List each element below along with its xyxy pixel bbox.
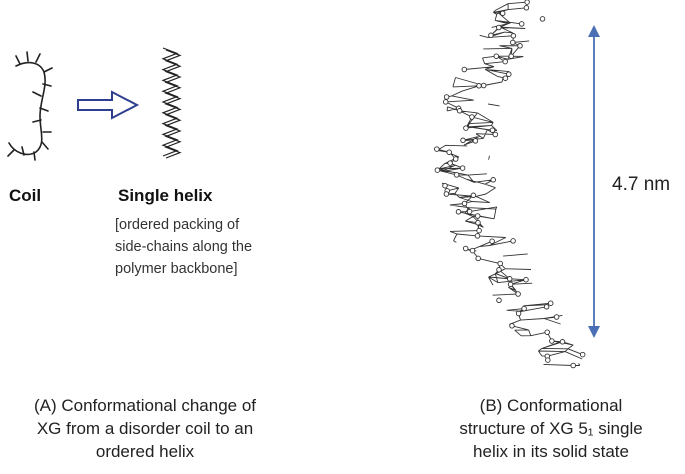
- molecule-atom: [460, 137, 466, 144]
- molecule-atom: [443, 94, 450, 100]
- molecule-atom: [570, 362, 576, 369]
- molecule-atom: [497, 260, 503, 267]
- molecule-atom: [508, 53, 514, 59]
- molecule-atom: [434, 146, 440, 152]
- molecule-atom: [523, 276, 529, 283]
- molecule-atom: [463, 125, 469, 131]
- molecule-atom: [462, 245, 469, 252]
- molecule-atom: [523, 5, 530, 11]
- molecule-atom: [474, 233, 481, 239]
- molecule-atom: [543, 304, 550, 310]
- molecule-atom: [474, 213, 481, 219]
- length-measure-label: 4.7 nm: [612, 174, 671, 195]
- molecule-atom: [456, 108, 463, 114]
- molecule-atom: [539, 16, 546, 22]
- length-measure-arrow: [588, 25, 600, 338]
- molecule-atom: [559, 339, 566, 345]
- molecular-helix-structure: [434, 0, 586, 369]
- molecule-atom: [515, 310, 522, 317]
- single-helix-illustration: [161, 47, 182, 159]
- molecule-atom: [452, 156, 459, 162]
- molecule-atom: [442, 99, 449, 105]
- molecule-atom: [469, 114, 475, 120]
- molecule-atom: [509, 323, 515, 329]
- caption-b-line: helix in its solid state: [473, 442, 629, 461]
- molecule-atom: [480, 82, 487, 89]
- molecule-atom: [475, 219, 481, 226]
- molecule-atom: [470, 192, 477, 199]
- molecule-atom: [459, 165, 466, 171]
- molecule-atom: [489, 238, 495, 244]
- molecule-atom: [472, 138, 479, 144]
- molecule-atom: [547, 300, 554, 306]
- molecule-atom: [579, 351, 586, 358]
- molecule-atom: [524, 0, 530, 5]
- molecule-atom: [496, 297, 502, 304]
- helix-note-line: [ordered packing of: [115, 217, 240, 233]
- molecule-atom: [496, 267, 502, 273]
- molecule-atom: [434, 167, 441, 173]
- molecule-atom: [493, 53, 500, 59]
- helix-note-line: polymer backbone]: [115, 261, 238, 277]
- molecule-atom: [476, 83, 482, 89]
- molecule-atom: [443, 191, 450, 197]
- molecule-atom: [461, 66, 468, 73]
- molecule-atom: [507, 281, 514, 288]
- molecule-atom: [446, 149, 452, 155]
- molecule-atom: [506, 71, 512, 77]
- molecule-atom: [510, 238, 516, 244]
- molecule-atom: [518, 21, 525, 27]
- molecule-atom: [506, 276, 513, 282]
- molecule-atom: [510, 39, 516, 46]
- caption-b-line: (B) Conformational: [479, 396, 623, 415]
- caption-b: (B) Conformational structure of XG 5₁ si…: [420, 394, 682, 463]
- caption-a-line: ordered helix: [95, 442, 195, 461]
- molecule-atom: [455, 209, 462, 215]
- coil-illustration: [7, 51, 53, 161]
- helix-note: [ordered packing of side-chains along th…: [115, 214, 252, 280]
- molecule-atom: [476, 227, 482, 234]
- molecule-atom: [461, 200, 468, 207]
- molecule-atom: [475, 255, 481, 262]
- molecule-atom: [549, 338, 555, 344]
- molecule-atom: [502, 58, 508, 65]
- molecule-atom: [492, 131, 499, 138]
- molecule-atom: [469, 247, 476, 254]
- molecule-atom: [517, 43, 523, 49]
- molecule-atom: [453, 172, 460, 178]
- molecule-atom: [544, 329, 550, 335]
- molecule-atom: [496, 24, 502, 31]
- molecule-atom: [502, 75, 509, 81]
- molecule-atom: [490, 177, 496, 183]
- caption-a-line: (A) Conformational change of: [33, 396, 257, 415]
- molecule-atom: [545, 357, 551, 363]
- molecule-atom: [521, 305, 527, 312]
- molecule-atom: [499, 10, 506, 17]
- molecule-atom: [466, 208, 473, 215]
- helix-note-line: side-chains along the: [115, 239, 253, 255]
- molecule-atom: [489, 127, 496, 133]
- coil-label: Coil: [9, 186, 42, 205]
- molecule-atom: [488, 32, 494, 39]
- molecule-atom: [510, 33, 517, 39]
- single-helix-label: Single helix: [118, 186, 213, 205]
- caption-b-line: structure of XG 5₁ single: [459, 419, 643, 438]
- transition-arrow: [77, 90, 140, 120]
- molecule-atom: [442, 182, 448, 189]
- caption-a: (A) Conformational change of XG from a d…: [0, 394, 290, 463]
- caption-a-line: XG from a disorder coil to an: [36, 419, 254, 438]
- molecule-atom: [553, 314, 560, 320]
- molecule-atom: [447, 160, 453, 166]
- molecule-atom: [515, 291, 521, 297]
